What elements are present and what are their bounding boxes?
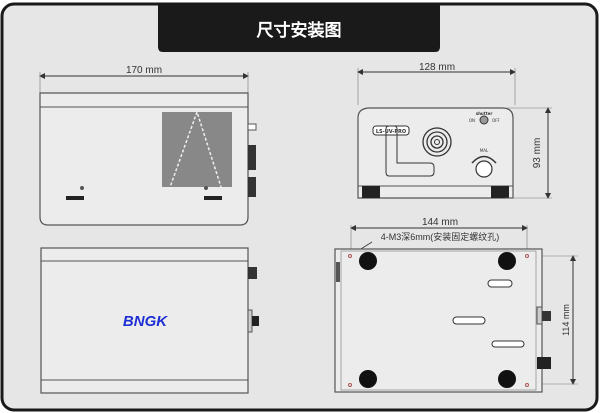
bottom-height-label: 114 mm [561, 304, 571, 336]
front-height-label: 93 mm [532, 138, 543, 169]
side-view: 170 mm [39, 65, 257, 226]
output-port [422, 127, 452, 157]
front-width-label: 128 mm [419, 62, 455, 73]
top-view: BNGK [40, 247, 259, 394]
adjust-knob [475, 160, 493, 178]
knob-label: MAL [480, 148, 489, 153]
brand-logo: BNGK [123, 313, 168, 330]
side-width-label: 170 mm [126, 65, 162, 76]
model-label: LS-UV-PRO [376, 129, 406, 135]
vent-grille [162, 112, 232, 187]
shutter-switch [479, 115, 489, 125]
title-tab [158, 4, 440, 52]
bottom-width-label: 144 mm [422, 217, 458, 228]
off-label: OFF [492, 118, 500, 123]
front-view: 128 mm LS-UV-PRO shutter ON OFF MAL 93 m… [357, 62, 552, 199]
mounting-hole-annotation: 4-M3深6mm(安装固定螺纹孔) [381, 231, 500, 242]
shutter-label: shutter [476, 111, 493, 116]
page-title: 尺寸安装图 [257, 20, 342, 41]
on-label: ON [469, 118, 475, 123]
bottom-view: 144 mm 4-M3深6mm(安装固定螺纹孔) 114 mm [334, 217, 578, 393]
